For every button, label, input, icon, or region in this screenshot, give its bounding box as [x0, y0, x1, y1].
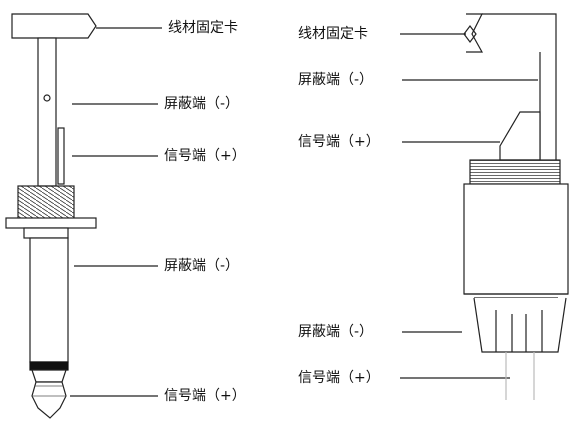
right-wire-ends	[505, 352, 535, 400]
left-nut	[5, 217, 97, 229]
left-thread	[17, 185, 75, 221]
left-rivet-hole	[43, 94, 51, 102]
right-leader-lines	[400, 33, 538, 379]
right-signal-lower-label: 信号端（+）	[298, 370, 380, 386]
right-signal-upper-label: 信号端（+）	[298, 134, 380, 150]
left-leader-lines	[70, 27, 162, 397]
right-thread	[469, 159, 561, 185]
left-tip	[31, 369, 67, 419]
right-signal-tab	[499, 111, 541, 161]
left-signal-tab	[57, 127, 65, 185]
left-wire-clamp	[11, 13, 97, 187]
left-insulator-band	[29, 361, 69, 371]
right-shield-lower-label: 屏蔽端（-）	[298, 324, 374, 340]
left-signal-upper-label: 信号端（+）	[164, 148, 246, 164]
left-shield-upper-label: 屏蔽端（-）	[164, 96, 240, 112]
left-shield-lower-label: 屏蔽端（-）	[164, 258, 240, 274]
left-signal-lower-label: 信号端（+）	[164, 388, 246, 404]
right-body	[463, 183, 569, 299]
right-wire-clamp-label: 线材固定卡	[298, 26, 368, 42]
right-shield-upper-label: 屏蔽端（-）	[298, 72, 374, 88]
right-grip	[473, 297, 567, 353]
left-wire-clamp-label: 线材固定卡	[168, 20, 238, 36]
left-sleeve	[23, 227, 69, 363]
